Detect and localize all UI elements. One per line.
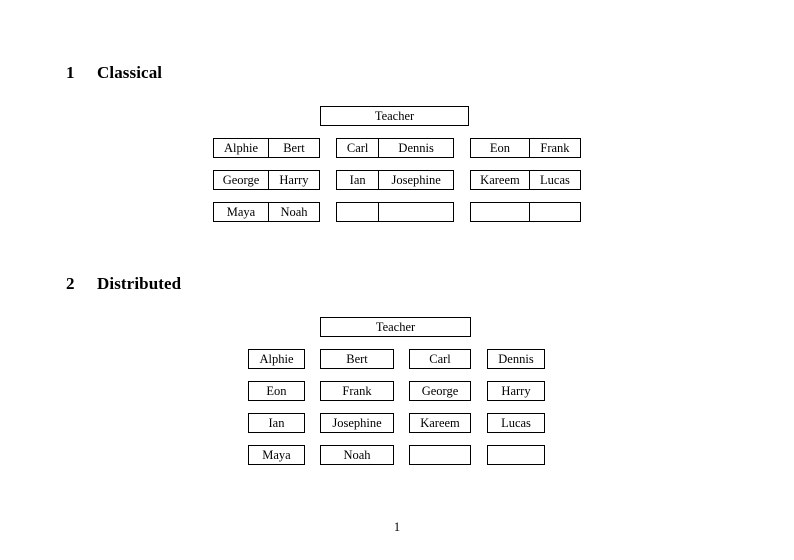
section-title: Distributed bbox=[97, 274, 182, 293]
section-number: 2 bbox=[66, 274, 75, 293]
classical-cell[interactable]: Maya bbox=[226, 205, 256, 219]
classical-row[interactable]: Carl Dennis bbox=[336, 138, 454, 158]
classical-cell[interactable] bbox=[378, 203, 453, 221]
classical-cell[interactable]: Bert bbox=[267, 139, 319, 157]
classical-row[interactable] bbox=[470, 202, 581, 222]
distributed-cell[interactable]: Frank bbox=[320, 381, 394, 401]
classical-row[interactable]: Eon Frank bbox=[470, 138, 581, 158]
section-heading-distributed: 2 Distributed bbox=[66, 274, 181, 294]
classical-cell[interactable]: Alphie bbox=[223, 141, 258, 155]
distributed-cell[interactable] bbox=[487, 445, 545, 465]
classical-cell[interactable]: Josephine bbox=[378, 171, 453, 189]
classical-cell[interactable]: Eon bbox=[489, 141, 511, 155]
distributed-cell[interactable]: Maya bbox=[248, 445, 305, 465]
distributed-cell[interactable]: Kareem bbox=[409, 413, 471, 433]
classical-cell[interactable]: George bbox=[222, 173, 260, 187]
classical-cell[interactable]: Carl bbox=[346, 141, 369, 155]
distributed-cell[interactable]: George bbox=[409, 381, 471, 401]
distributed-cell[interactable] bbox=[409, 445, 471, 465]
distributed-cell[interactable]: Carl bbox=[409, 349, 471, 369]
classical-row[interactable]: Kareem Lucas bbox=[470, 170, 581, 190]
classical-row[interactable]: Alphie Bert bbox=[213, 138, 320, 158]
section-heading-classical: 1 Classical bbox=[66, 63, 162, 83]
classical-cell[interactable] bbox=[528, 203, 580, 221]
classical-row[interactable]: Maya Noah bbox=[213, 202, 320, 222]
section-number: 1 bbox=[66, 63, 75, 82]
classical-cell[interactable] bbox=[337, 203, 378, 221]
distributed-teacher-box[interactable]: Teacher bbox=[320, 317, 471, 337]
distributed-cell[interactable]: Harry bbox=[487, 381, 545, 401]
distributed-cell[interactable]: Noah bbox=[320, 445, 394, 465]
classical-cell[interactable]: Harry bbox=[267, 171, 319, 189]
classical-row[interactable]: Ian Josephine bbox=[336, 170, 454, 190]
page-number: 1 bbox=[393, 520, 401, 534]
classical-cell[interactable]: Kareem bbox=[480, 173, 520, 187]
distributed-cell[interactable]: Ian bbox=[248, 413, 305, 433]
classical-cell[interactable]: Frank bbox=[528, 139, 580, 157]
classical-teacher-box[interactable]: Teacher bbox=[320, 106, 469, 126]
distributed-cell[interactable]: Lucas bbox=[487, 413, 545, 433]
distributed-cell[interactable]: Bert bbox=[320, 349, 394, 369]
classical-cell[interactable] bbox=[471, 203, 529, 221]
classical-cell[interactable]: Ian bbox=[349, 173, 366, 187]
classical-cell[interactable]: Lucas bbox=[528, 171, 580, 189]
section-title: Classical bbox=[97, 63, 163, 82]
distributed-cell[interactable]: Alphie bbox=[248, 349, 305, 369]
distributed-cell[interactable]: Josephine bbox=[320, 413, 394, 433]
classical-cell[interactable]: Noah bbox=[267, 203, 319, 221]
classical-row[interactable] bbox=[336, 202, 454, 222]
distributed-cell[interactable]: Eon bbox=[248, 381, 305, 401]
classical-cell[interactable]: Dennis bbox=[378, 139, 453, 157]
classical-row[interactable]: George Harry bbox=[213, 170, 320, 190]
distributed-cell[interactable]: Dennis bbox=[487, 349, 545, 369]
